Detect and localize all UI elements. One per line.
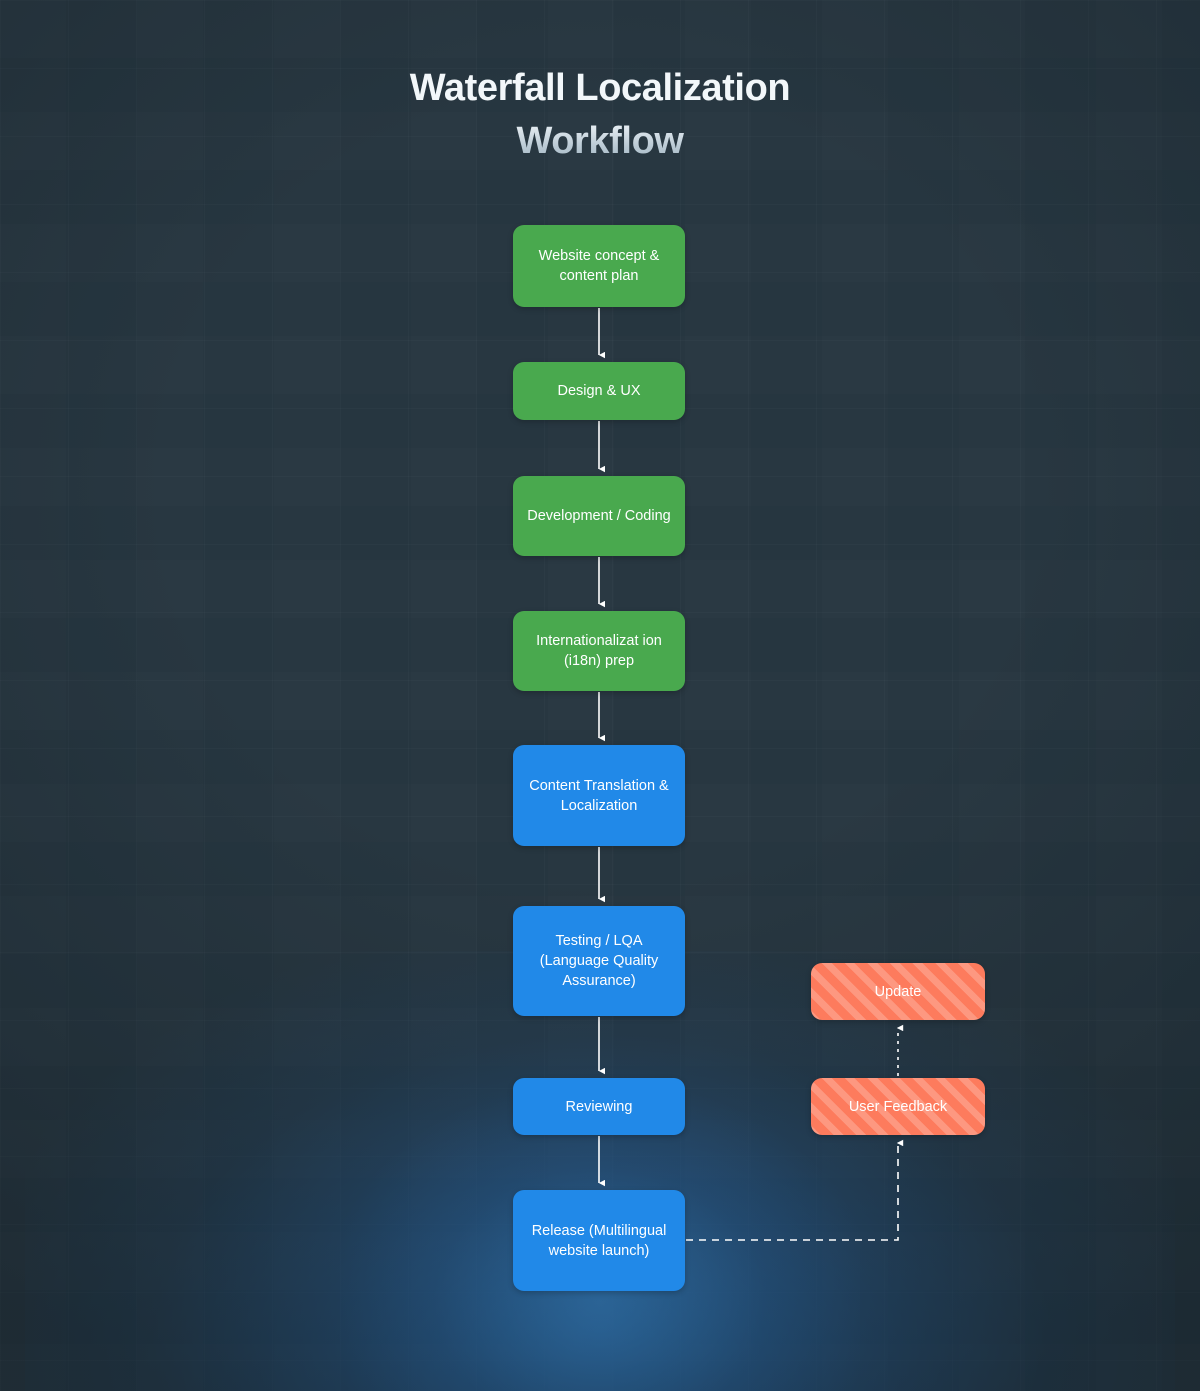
node-label: Development / Coding: [527, 508, 671, 524]
arrow-release-to-feedback: [686, 1139, 904, 1241]
node-label: Content Translation & Localization: [529, 777, 669, 814]
node-label: Update: [874, 983, 922, 1000]
node-label: User Feedback: [848, 1098, 948, 1115]
node-release[interactable]: Release (Multilingual website launch): [513, 1190, 685, 1291]
node-testing-lqa[interactable]: Testing / LQA (Language Quality Assuranc…: [513, 906, 685, 1016]
node-label: Reviewing: [565, 1098, 633, 1115]
page-title-line-1: Waterfall Localization: [409, 67, 791, 109]
node-development-coding[interactable]: Development / Coding: [513, 476, 685, 556]
page-title-line-2: Workflow: [0, 115, 1200, 168]
node-update[interactable]: Update: [811, 963, 985, 1020]
node-reviewing[interactable]: Reviewing: [513, 1078, 685, 1135]
background-glow: [25, 951, 1175, 1391]
node-label: Website concept & content plan: [538, 248, 660, 284]
node-design-ux[interactable]: Design & UX: [513, 362, 685, 420]
node-website-concept[interactable]: Website concept & content plan: [513, 225, 685, 307]
node-label: Testing / LQA (Language Quality Assuranc…: [539, 933, 659, 989]
page-title: Waterfall Localization Workflow: [0, 62, 1200, 168]
node-label: Release (Multilingual website launch): [531, 1222, 667, 1259]
node-internationalization-prep[interactable]: Internationalizat ion (i18n) prep: [513, 611, 685, 691]
node-content-translation[interactable]: Content Translation & Localization: [513, 745, 685, 846]
node-label: Internationalizat ion (i18n) prep: [536, 633, 662, 669]
node-user-feedback[interactable]: User Feedback: [811, 1078, 985, 1135]
node-label: Design & UX: [557, 383, 641, 399]
